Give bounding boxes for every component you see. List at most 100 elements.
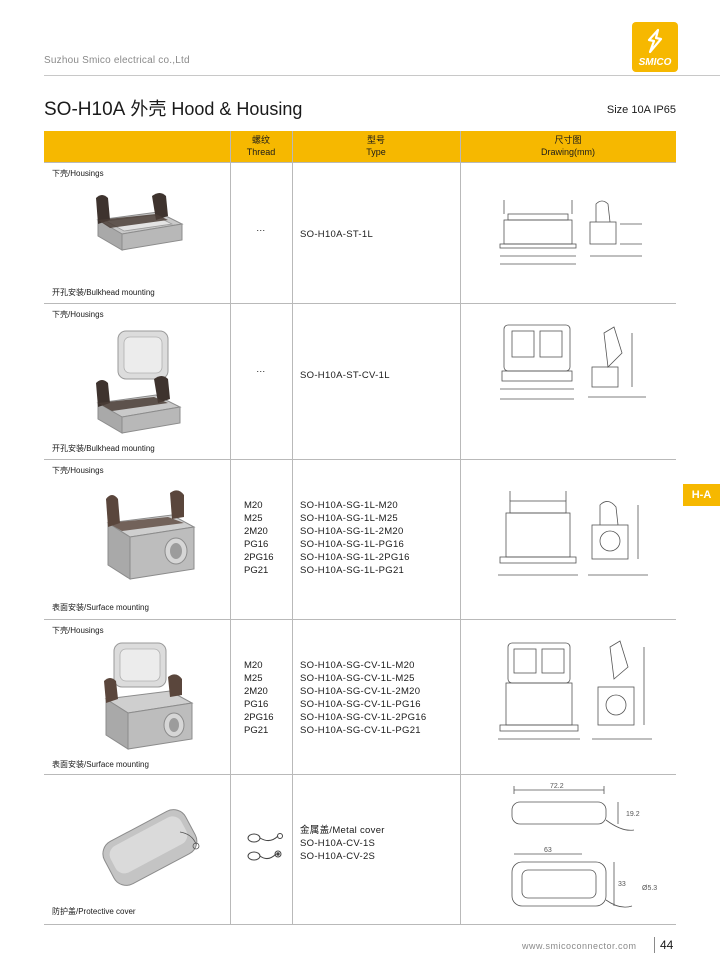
ring-icon [247, 850, 282, 861]
page-number: 44 [660, 938, 674, 952]
cover-material: 金属盖/Metal cover [300, 825, 385, 836]
dim-inner-width: 63 [544, 847, 552, 854]
cover-chain-icons [247, 833, 283, 861]
bulkhead-housing-with-cover-image [96, 330, 182, 434]
row-divider [44, 619, 676, 620]
surface-housing-image [106, 490, 196, 580]
title-en: Hood & Housing [171, 99, 303, 119]
col-drawing-header: 尺寸图 Drawing(mm) [460, 134, 676, 158]
row-category: 下壳/Housings [52, 626, 104, 635]
row-divider [44, 303, 676, 304]
thread-value: 2PG16 [244, 712, 274, 723]
row-mounting: 表面安装/Surface mounting [52, 603, 149, 612]
col-drawing-en: Drawing(mm) [541, 147, 595, 157]
type-code: SO-H10A-SG-1L-PG21 [300, 565, 405, 576]
company-name: Suzhou Smico electrical co.,Ltd [44, 55, 190, 66]
type-list: SO-H10A-SG-CV-1L-M20 SO-H10A-SG-CV-1L-M2… [300, 659, 426, 737]
type-list: SO-H10A-SG-1L-M20 SO-H10A-SG-1L-M25 SO-H… [300, 499, 410, 577]
bulkhead-housing-image [96, 193, 184, 251]
dim-hole: Ø5.3 [642, 885, 657, 892]
dim-width: 72.2 [550, 783, 564, 790]
thread-value: PG16 [244, 539, 269, 550]
type-code: SO-H10A-SG-CV-1L-M25 [300, 673, 415, 684]
row-mounting: 开孔安装/Bulkhead mounting [52, 444, 155, 453]
row-category: 下壳/Housings [52, 169, 104, 178]
col-type-header: 型号 Type [292, 134, 460, 158]
thread-value: … [256, 223, 266, 234]
drawing-protective-cover: 72.2 19.2 63 33 Ø5.3 [511, 783, 657, 908]
protective-cover-image [102, 809, 200, 886]
row-mounting: 表面安装/Surface mounting [52, 760, 149, 769]
type-code: SO-H10A-CV-2S [300, 851, 376, 862]
drawing-bulkhead-housing-cover [500, 324, 646, 400]
row-mounting: 防护盖/Protective cover [52, 907, 136, 916]
type-code: SO-H10A-SG-CV-1L-2PG16 [300, 712, 427, 723]
type-code: SO-H10A-SG-CV-1L-M20 [300, 660, 415, 671]
row-divider [44, 774, 676, 775]
chain-icon [247, 833, 283, 843]
table-row: 下壳/Housings 开孔安装/Bulkhead mounting … SO-… [44, 162, 676, 303]
title-cn: 外壳 [130, 99, 167, 119]
thread-value: PG16 [244, 699, 269, 710]
drawing-bulkhead-housing [499, 200, 642, 265]
surface-housing-with-cover-image [104, 642, 194, 750]
product-table: 螺纹 Thread 型号 Type 尺寸图 Drawing(mm) 下壳/Hou… [44, 131, 676, 925]
thread-value: 2PG16 [244, 552, 274, 563]
row-divider [44, 924, 676, 925]
table-row: 防护盖/Protective cover 金属盖/Metal cover SO-… [44, 774, 676, 924]
type-list: 金属盖/Metal cover SO-H10A-CV-1S SO-H10A-CV… [300, 824, 385, 863]
row-category: 下壳/Housings [52, 310, 104, 319]
type-code: SO-H10A-SG-1L-M25 [300, 513, 399, 524]
thread-value: 2M20 [244, 526, 268, 537]
smico-logo-mark [647, 28, 663, 54]
type-code: SO-H10A-ST-CV-1L [300, 370, 390, 381]
col-thread-en: Thread [246, 147, 276, 157]
col-divider [230, 131, 231, 925]
col-thread-cn: 螺纹 [251, 135, 270, 145]
type-code: SO-H10A-ST-1L [300, 229, 374, 240]
thread-value: M25 [244, 673, 263, 684]
col-divider [292, 131, 293, 925]
size-rating: Size 10A IP65 [606, 104, 676, 116]
thread-value: PG21 [244, 725, 269, 736]
row-category: 下壳/Housings [52, 466, 104, 475]
dim-depth: 33 [618, 881, 626, 888]
type-code: SO-H10A-CV-1S [300, 838, 376, 849]
col-drawing-cn: 尺寸图 [554, 135, 582, 145]
dim-height: 19.2 [626, 811, 640, 818]
drawing-surface-housing-cover [498, 640, 652, 740]
col-type-cn: 型号 [366, 135, 385, 145]
smico-logo: SMICO [632, 22, 678, 72]
thread-value: M20 [244, 500, 263, 511]
thread-value: PG21 [244, 565, 269, 576]
page-title: SO-H10A 外壳 Hood & Housing [44, 95, 302, 121]
col-thread-header: 螺纹 Thread [230, 134, 292, 158]
table-row: 下壳/Housings 表面安装/Surface mounting M20 M2… [44, 459, 676, 619]
header-rule [44, 75, 720, 76]
type-code: SO-H10A-SG-CV-1L-PG16 [300, 699, 421, 710]
col-type-en: Type [366, 147, 386, 157]
row-divider [44, 162, 676, 163]
footer-separator [654, 937, 655, 953]
drawing-surface-housing [498, 491, 648, 576]
logo-text: SMICO [638, 57, 672, 68]
table-header: 螺纹 Thread 型号 Type 尺寸图 Drawing(mm) [44, 131, 676, 162]
title-model: SO-H10A [44, 99, 126, 120]
type-code: SO-H10A-SG-1L-2PG16 [300, 552, 410, 563]
thread-list: M20 M25 2M20 PG16 2PG16 PG21 [244, 499, 274, 577]
type-code: SO-H10A-SG-CV-1L-PG21 [300, 725, 421, 736]
thread-list: M20 M25 2M20 PG16 2PG16 PG21 [244, 659, 274, 737]
section-tab[interactable]: H-A [683, 484, 720, 506]
footer-url[interactable]: www.smicoconnector.com [522, 941, 637, 951]
table-row: 下壳/Housings 开孔安装/Bulkhead mounting … SO-… [44, 303, 676, 459]
thread-value: 2M20 [244, 686, 268, 697]
col-divider [460, 131, 461, 925]
type-code: SO-H10A-SG-CV-1L-2M20 [300, 686, 421, 697]
row-mounting: 开孔安装/Bulkhead mounting [52, 288, 155, 297]
thread-value: M25 [244, 513, 263, 524]
thread-value: … [256, 364, 266, 375]
thread-value: M20 [244, 660, 263, 671]
type-code: SO-H10A-SG-1L-M20 [300, 500, 399, 511]
type-code: SO-H10A-SG-1L-2M20 [300, 526, 404, 537]
table-row: 下壳/Housings 表面安装/Surface mounting M20 M2… [44, 619, 676, 774]
